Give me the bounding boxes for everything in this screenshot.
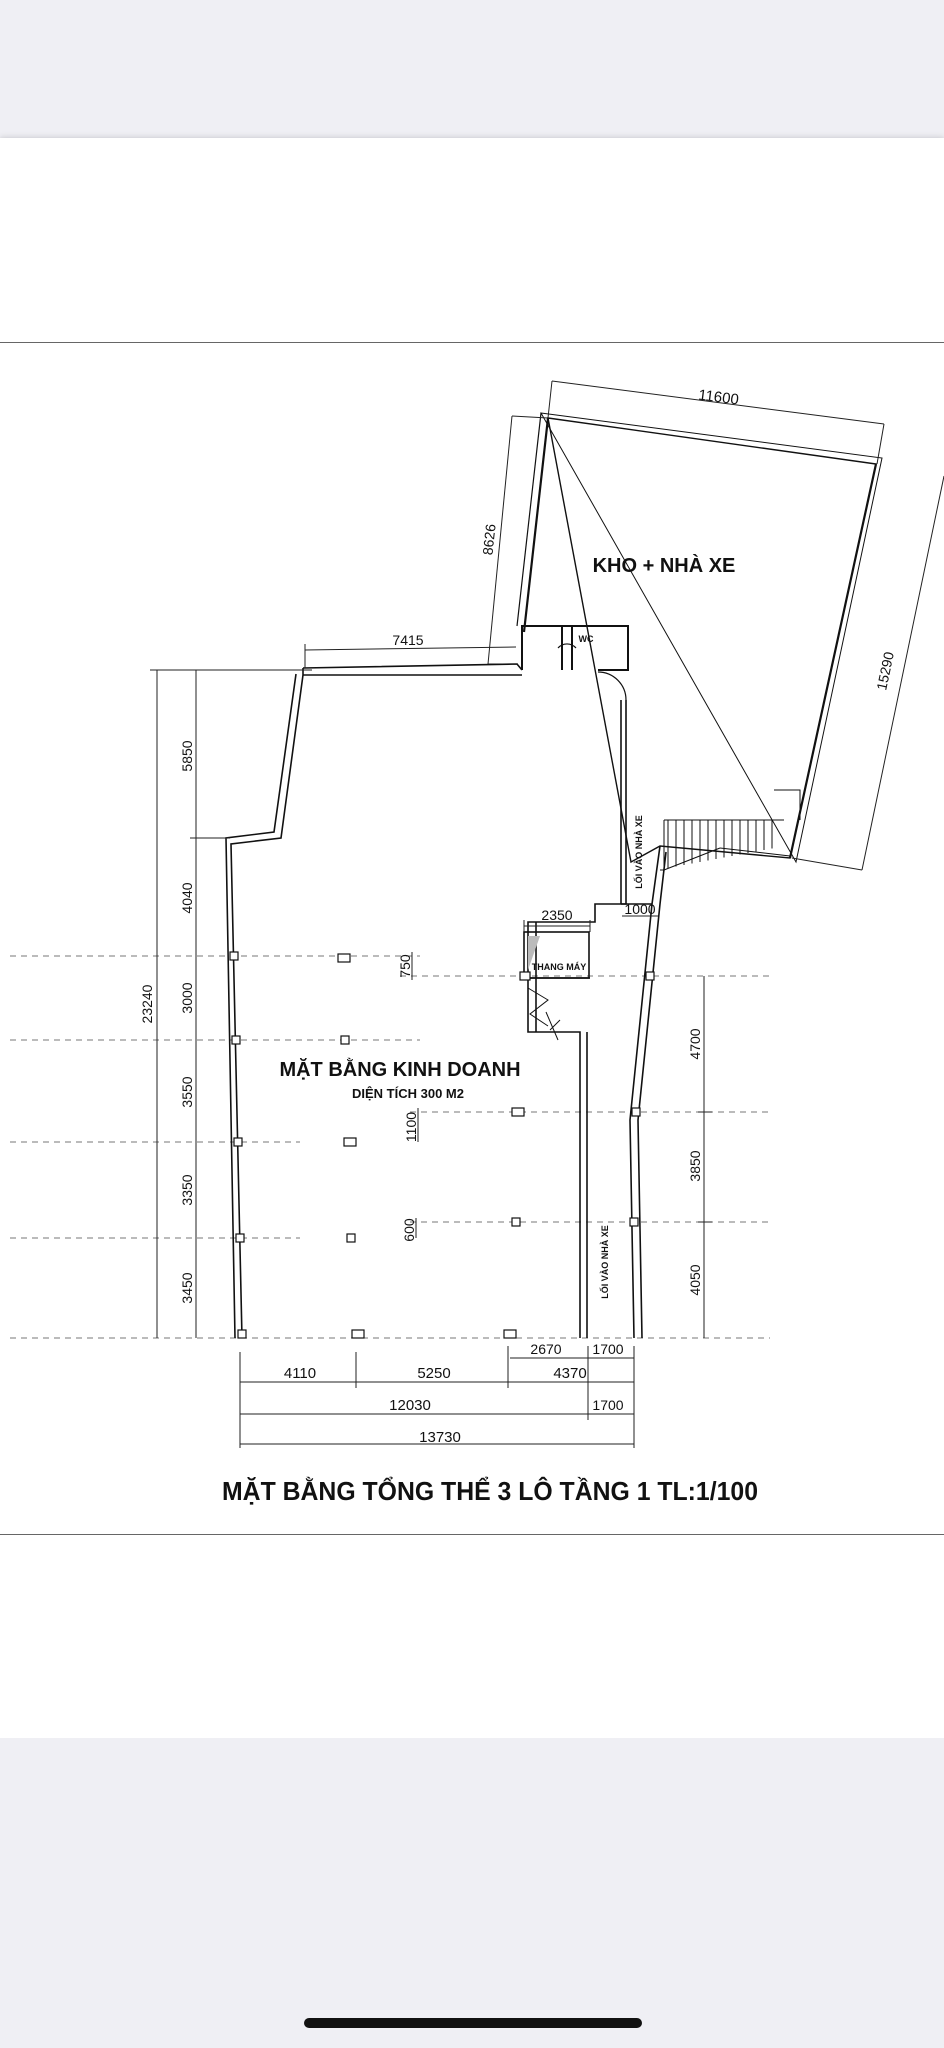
room-label-business-area: DIỆN TÍCH 300 M2: [352, 1086, 464, 1101]
dim-label-11600: 11600: [697, 387, 739, 409]
grid-lines: [10, 955, 770, 1339]
label-entrance-lower: LỐI VÀO NHÀ XE: [599, 1225, 610, 1299]
ramp-stairs: [660, 789, 801, 871]
dim-bottom-chain: [239, 1346, 635, 1448]
sheet-frame-top: [0, 342, 944, 343]
dim-label-4110: 4110: [284, 1365, 316, 1382]
drawing-title: MẶT BẰNG TỔNG THỂ 3 LÔ TẦNG 1 TL:1/100: [222, 1476, 758, 1506]
dim-label-3550: 3550: [179, 1076, 195, 1107]
dim-label-4370: 4370: [553, 1365, 586, 1382]
dim-right-chain: [698, 976, 712, 1338]
dim-label-3350: 3350: [179, 1174, 195, 1205]
dim-label-4040: 4040: [179, 882, 195, 913]
dim-label-3000: 3000: [179, 982, 195, 1013]
label-entrance-upper: LỐI VÀO NHÀ XE: [633, 815, 644, 889]
dim-2350: [523, 920, 591, 932]
room-label-wc: WC: [579, 634, 594, 644]
elevator-block: [522, 931, 590, 1041]
dim-label-23240: 23240: [139, 984, 155, 1023]
dim-label-7415: 7415: [392, 632, 423, 648]
dim-label-12030: 12030: [389, 1397, 431, 1414]
dim-7415: [304, 644, 517, 668]
dim-label-4050: 4050: [687, 1264, 703, 1295]
storage-block: [516, 412, 883, 864]
sheet-frame-bottom: [0, 1534, 944, 1535]
business-floor-outline: [225, 663, 627, 1339]
wc-room: [521, 625, 629, 701]
dim-label-1000: 1000: [624, 901, 655, 917]
dim-left-chain: [150, 669, 312, 1338]
dim-label-4700: 4700: [687, 1028, 703, 1059]
room-label-business: MẶT BẰNG KINH DOANH: [279, 1057, 520, 1081]
dim-label-8626: 8626: [479, 523, 498, 556]
dim-label-5250: 5250: [417, 1365, 450, 1382]
dim-label-1100: 1100: [403, 1112, 419, 1142]
dim-label-600: 600: [401, 1218, 417, 1242]
dim-label-1700-a: 1700: [592, 1341, 623, 1357]
dim-label-3450: 3450: [179, 1272, 195, 1303]
home-indicator[interactable]: [304, 2018, 642, 2028]
dim-inner: [411, 952, 419, 1238]
dim-label-15290: 15290: [873, 650, 897, 692]
dim-label-750: 750: [397, 954, 413, 978]
viewer-bottom-band: [0, 1738, 944, 2048]
entrance-lane: [621, 845, 667, 1339]
dim-label-3850: 3850: [687, 1150, 703, 1181]
dim-label-5850: 5850: [179, 740, 195, 771]
dim-label-13730: 13730: [419, 1429, 461, 1446]
dim-11600: [547, 380, 885, 465]
viewer-top-band: [0, 0, 944, 138]
dim-label-2670: 2670: [530, 1341, 561, 1357]
room-label-elevator: THANG MÁY: [532, 962, 587, 972]
columns: [229, 951, 655, 1339]
room-label-storage: KHO + NHÀ XE: [593, 554, 736, 577]
dim-label-2350: 2350: [541, 907, 572, 923]
dim-label-1700-b: 1700: [592, 1397, 623, 1413]
dim-15290: [791, 475, 944, 871]
